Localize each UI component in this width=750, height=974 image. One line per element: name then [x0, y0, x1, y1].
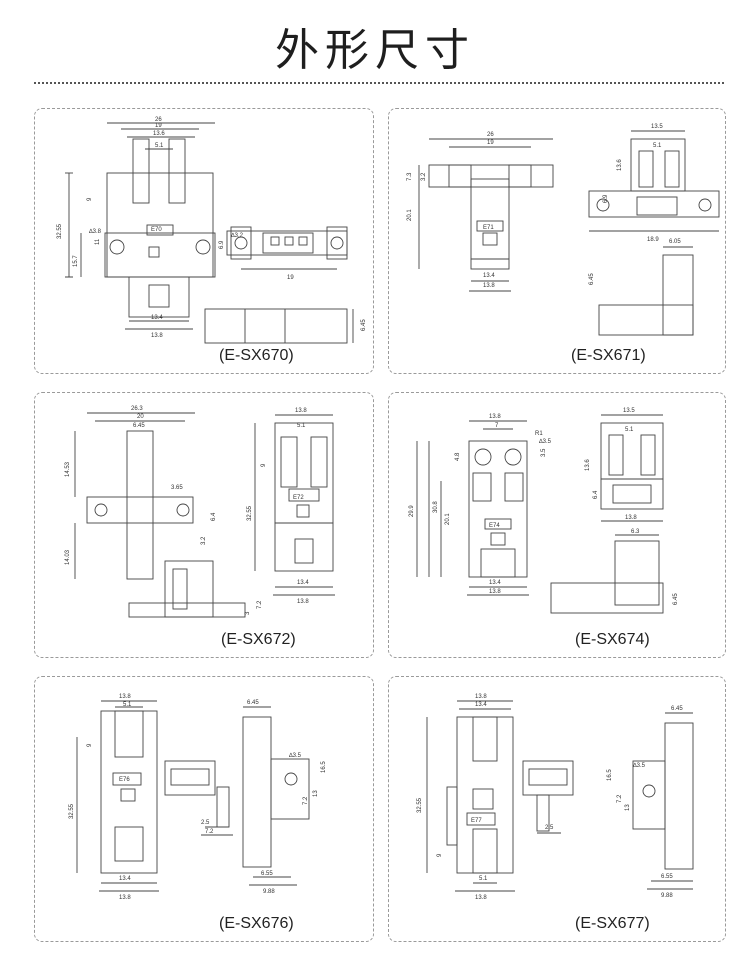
panel-e-sx670: 26 19 13.6 5.1 32.55 15.7 9 11 ∆3.8 E70 …: [34, 108, 374, 374]
model-caption: (E-SX672): [221, 631, 296, 648]
panel-e-sx671: 26 19 7.3 3.2 20.1 E71 13.4 13.8 13.5 5.…: [388, 108, 726, 374]
panel-e-sx677: 13.8 13.4 32.55 9 E77 5.1 13.8 2.5 6.45 …: [388, 676, 726, 942]
model-caption: (E-SX677): [575, 915, 650, 932]
drawing-e-sx671: [418, 130, 720, 336]
panel-e-sx672: 26.3 20 6.45 14.53 14.03 3.65 6.4 3.2 13…: [34, 392, 374, 658]
model-caption: (E-SX676): [219, 915, 294, 932]
drawing-e-sx674: [416, 414, 664, 614]
drawing-e-sx670: [65, 122, 354, 344]
panel-e-sx676: 13.8 5.1 9 32.55 E76 13.4 13.8 2.5 7.2 6…: [34, 676, 374, 942]
page-title: 外形尺寸: [275, 25, 475, 76]
model-caption: (E-SX670): [219, 347, 294, 364]
title-divider: [34, 82, 724, 84]
model-caption: (E-SX674): [575, 631, 650, 648]
drawing-e-sx676: [76, 700, 310, 892]
drawing-e-sx672: [74, 412, 335, 618]
model-caption: (E-SX671): [571, 347, 646, 364]
drawing-e-sx677: [426, 700, 694, 892]
panel-e-sx674: 13.8 7 R1 ∆3.5 4.8 30.8 29.9 20.1 3.5 E7…: [388, 392, 726, 658]
